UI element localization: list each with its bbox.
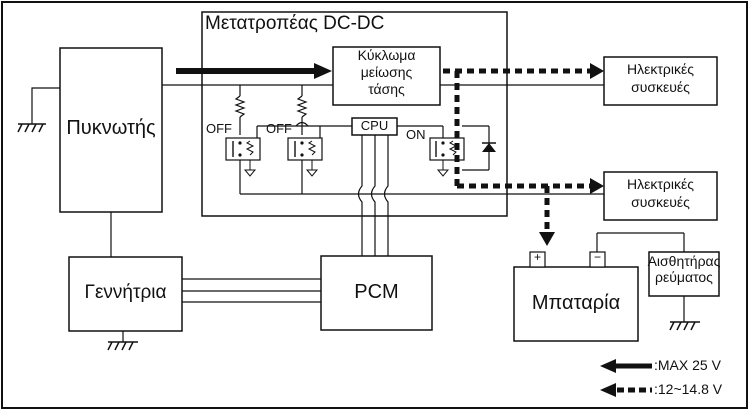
legend-solid-label: :MAX 25 V — [654, 357, 721, 373]
devices-top-line-1: Ηλεκτρικές — [627, 61, 694, 77]
cpu-label: CPU — [360, 118, 389, 133]
generator-box — [68, 256, 183, 332]
step-down-box — [332, 46, 441, 106]
generator-label: Γεννήτρια — [84, 282, 167, 303]
pcm-label: PCM — [354, 281, 399, 303]
switch-left — [225, 137, 261, 161]
switch-right — [429, 137, 465, 161]
devices-bottom-line-2: συσκευές — [631, 193, 690, 210]
devices-top-box — [603, 56, 718, 106]
converter-title: Μετατροπέας DC-DC — [205, 13, 385, 34]
switch-left-label: OFF — [206, 121, 232, 136]
battery-label: Μπαταρία — [531, 292, 621, 314]
resistor-icon — [234, 95, 246, 118]
negative-terminal-label: − — [593, 250, 601, 264]
current-sensor-label: Αισθητήρας ρεύματος — [645, 253, 723, 285]
devices-bottom-box — [603, 171, 718, 221]
battery-box — [513, 266, 639, 342]
step-down-line-1: Κύκλωμα — [357, 47, 416, 63]
step-down-label: Κύκλωμα μείωσης τάσης — [333, 47, 440, 98]
battery-positive-terminal — [529, 251, 546, 268]
ground-icon — [669, 321, 700, 331]
devices-bottom-line-1: Ηλεκτρικές — [627, 176, 694, 192]
legend-dashed-label: :12~14.8 V — [654, 381, 723, 397]
current-sensor-line-1: Αισθητήρας — [647, 253, 721, 269]
positive-terminal-label: + — [533, 250, 541, 264]
devices-bottom-label: Ηλεκτρικές συσκευές — [604, 176, 717, 211]
step-down-line-3: τάσης — [368, 81, 405, 98]
legend-solid-arrow-icon — [600, 359, 652, 373]
switch-right-label: ON — [406, 127, 426, 142]
condenser-label: Πυκνωτής — [66, 117, 156, 139]
ground-icon — [107, 341, 138, 351]
step-down-line-2: μείωσης — [360, 64, 413, 81]
diode-icon — [482, 143, 496, 152]
devices-top-label: Ηλεκτρικές συσκευές — [604, 61, 717, 96]
converter-frame — [201, 11, 508, 217]
pcm-box — [320, 255, 433, 331]
devices-top-line-2: συσκευές — [631, 78, 690, 95]
resistor-icon — [296, 95, 308, 118]
ground-icon — [17, 123, 46, 133]
legend-dashed-arrow-icon — [600, 383, 652, 397]
current-sensor-line-2: ρεύματος — [655, 268, 713, 285]
switch-middle-label: OFF — [266, 121, 292, 136]
switch-middle — [287, 137, 323, 161]
